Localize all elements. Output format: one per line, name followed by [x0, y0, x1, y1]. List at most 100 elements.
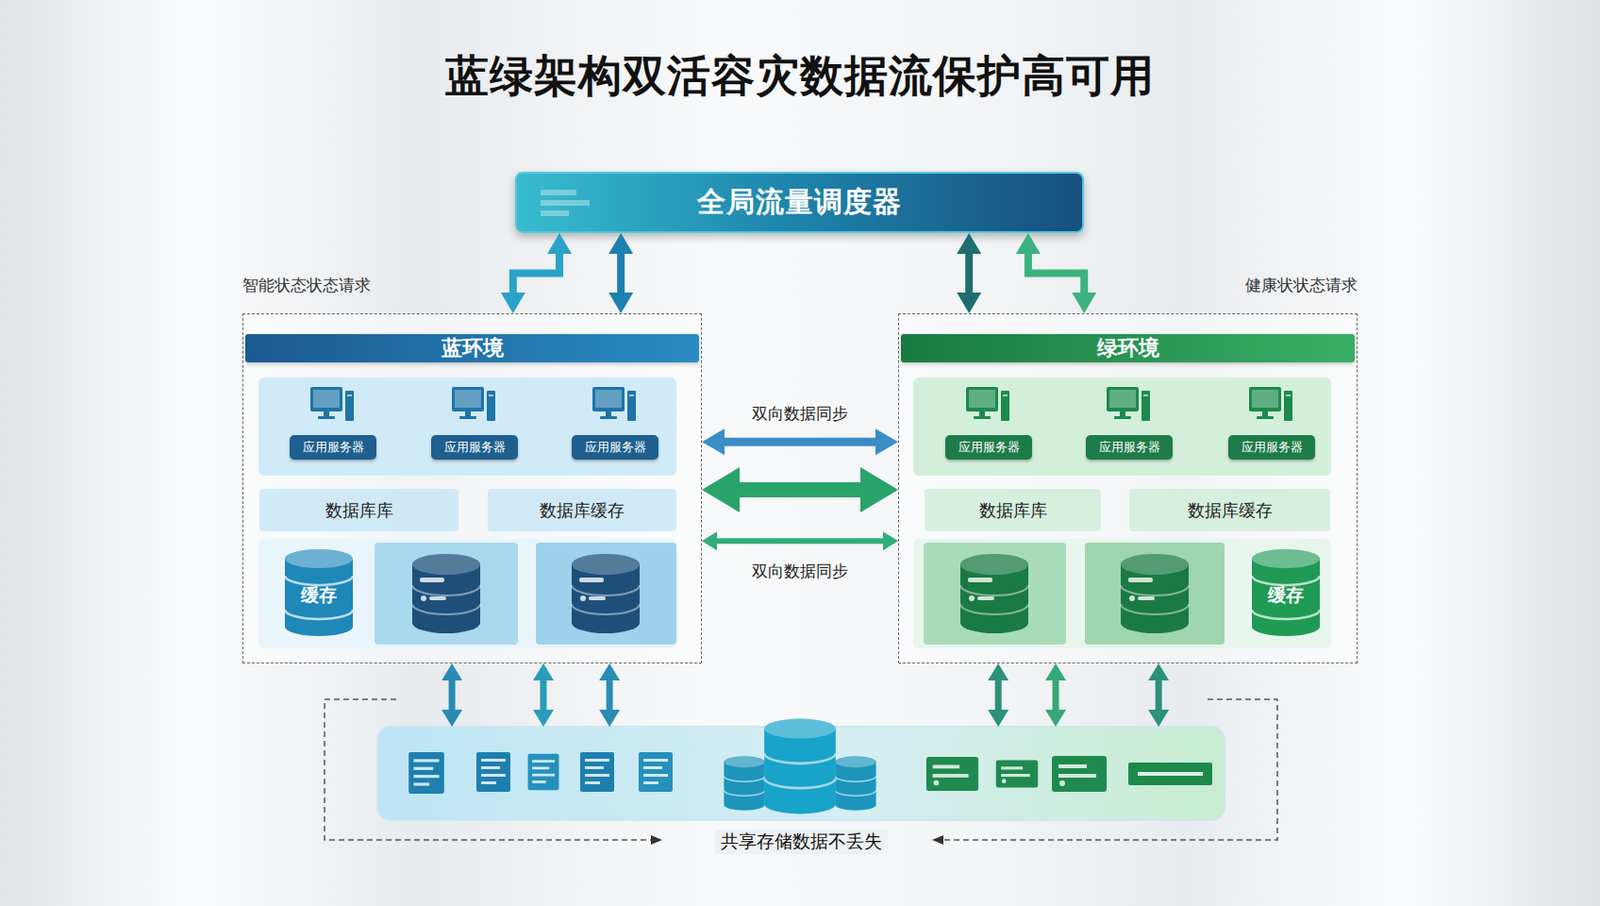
arrow-head — [956, 292, 982, 314]
scheduler-title: 全局流量调度器 — [697, 183, 902, 222]
storage-cylinder — [834, 755, 876, 811]
server-icon — [451, 386, 496, 421]
arrow-head — [1148, 709, 1169, 727]
arrow-head — [1016, 233, 1041, 254]
server-label: 应用服务器 — [1085, 434, 1173, 460]
connector — [533, 663, 554, 727]
server-name: 应用服务器 — [1099, 438, 1161, 456]
connector-line — [716, 537, 884, 544]
edge-label: 双向数据同步 — [751, 560, 849, 583]
server-icon — [592, 386, 636, 421]
connector — [1148, 663, 1169, 727]
connector-line — [1028, 252, 1084, 294]
cache-cylinder: 缓存 — [281, 547, 357, 638]
cylinder-shine — [284, 549, 353, 568]
scheduler-stripe — [540, 200, 590, 206]
connector-line — [606, 679, 614, 711]
connector-line — [1052, 679, 1060, 711]
server-label: 应用服务器 — [289, 434, 377, 460]
file-icon — [638, 751, 673, 792]
database-icon — [1120, 553, 1189, 634]
cylinder-top — [1251, 549, 1320, 568]
arrow-head — [1148, 663, 1169, 681]
edge-label: 双向数据同步 — [751, 402, 849, 425]
database-icon — [960, 553, 1029, 634]
connector — [1016, 233, 1097, 314]
db-tile — [374, 542, 518, 645]
file-icon — [528, 753, 560, 790]
arrow-head — [1071, 292, 1097, 314]
connector — [701, 466, 899, 513]
arrow-head — [956, 233, 982, 254]
file-icon — [476, 751, 511, 792]
arrow-head — [608, 292, 634, 314]
arrow-head — [599, 709, 620, 727]
environment-header: 绿环境 — [900, 333, 1355, 363]
db-tile — [1084, 542, 1225, 645]
data-card — [926, 756, 979, 791]
storage-cylinder — [764, 718, 836, 815]
arrow-head — [533, 709, 554, 727]
data-bar-line — [1137, 771, 1203, 776]
server-icon — [966, 386, 1010, 421]
connector — [1045, 663, 1067, 727]
connector-line — [513, 252, 560, 294]
database-box: 数据库库 — [259, 488, 459, 532]
database-box: 数据库缓存 — [487, 488, 677, 532]
env-fill — [898, 313, 1358, 664]
arrow-head — [599, 663, 620, 681]
data-card — [996, 759, 1038, 787]
data-bar — [1128, 762, 1213, 785]
server-panel — [258, 377, 677, 476]
connector — [956, 233, 982, 314]
connector — [599, 663, 620, 727]
server-icon — [1249, 386, 1293, 421]
database-box: 数据库缓存 — [1129, 488, 1331, 532]
server-label: 应用服务器 — [431, 434, 518, 460]
arrow-head — [883, 531, 899, 550]
server-name: 应用服务器 — [958, 438, 1020, 456]
arrow-head — [1045, 663, 1067, 681]
database-name: 数据库库 — [979, 499, 1048, 522]
arrow-head — [608, 233, 634, 254]
environment-header: 蓝环境 — [245, 333, 700, 363]
arrow-head — [533, 663, 554, 681]
environment-container: 绿环境应用服务器 应用服务器 应用服务器数据库库 数据库缓存缓存 — [898, 313, 1358, 664]
cache-name: 缓存 — [1248, 583, 1324, 608]
storage-panel — [913, 538, 1332, 649]
caption-text: 共享存储数据不丢失 — [715, 829, 888, 854]
arrow-head — [441, 709, 463, 727]
arrow-head — [701, 466, 740, 513]
connector-line — [723, 437, 877, 447]
connector-line — [995, 679, 1002, 711]
connector — [701, 531, 899, 550]
server-name: 应用服务器 — [584, 438, 647, 456]
cache-cylinder: 缓存 — [1248, 547, 1324, 638]
cache-name: 缓存 — [281, 583, 357, 608]
env-fill — [242, 313, 702, 664]
connector — [608, 233, 634, 314]
connector — [441, 663, 463, 727]
database-name: 数据库缓存 — [1187, 499, 1273, 522]
arrow-head — [987, 709, 1009, 727]
file-icon — [580, 751, 615, 792]
connector — [500, 233, 572, 314]
annotation-label: 智能状态状态请求 — [242, 274, 371, 297]
arrow-head — [860, 466, 899, 513]
arrow-head — [987, 663, 1009, 681]
connector — [987, 663, 1009, 727]
server-name: 应用服务器 — [302, 438, 365, 456]
arrow-head — [701, 531, 717, 550]
database-icon — [571, 553, 640, 634]
cylinder-top — [284, 549, 353, 568]
db-tile — [923, 542, 1067, 645]
arrow-head — [1045, 709, 1067, 727]
server-name: 应用服务器 — [1241, 438, 1303, 456]
db-tile — [535, 542, 677, 645]
database-name: 数据库库 — [325, 499, 394, 522]
scheduler-stripe — [540, 189, 577, 196]
